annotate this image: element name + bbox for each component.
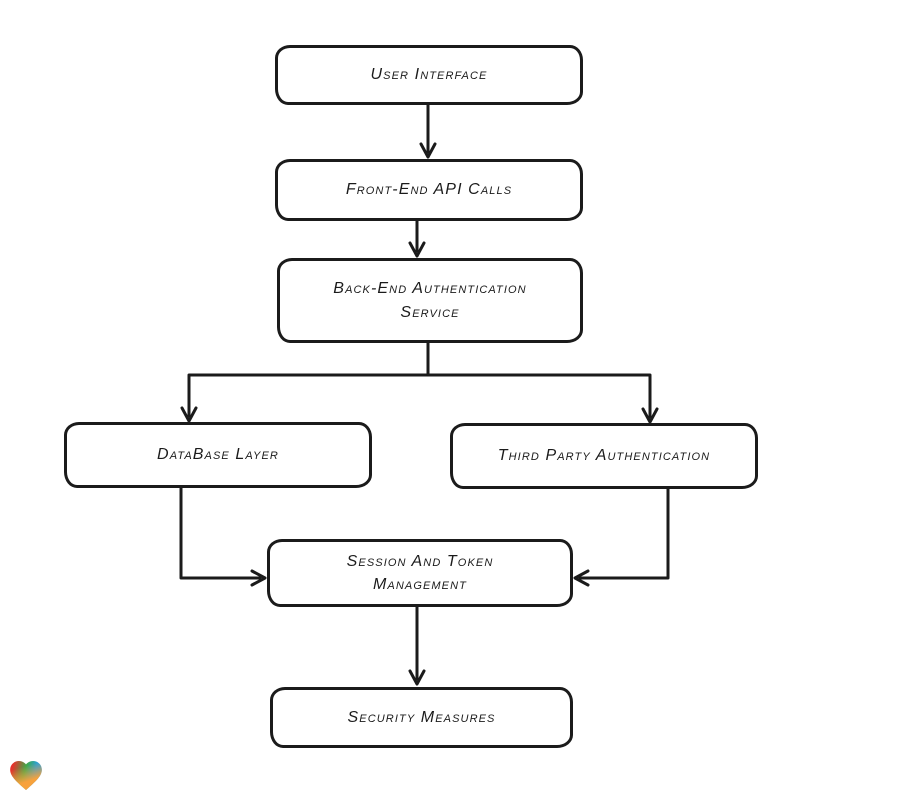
edge-backend-to-database <box>180 341 430 423</box>
edge-thirdparty-to-session <box>573 487 670 587</box>
node-security-measures[interactable]: Security Measures <box>270 687 573 748</box>
node-database-layer[interactable]: DataBase Layer <box>64 422 372 488</box>
arrowhead-down-icon <box>408 669 426 686</box>
node-label: Session And Token Management <box>346 552 494 593</box>
edge-backend-to-thirdparty <box>426 373 659 424</box>
heart-icon[interactable] <box>7 757 45 792</box>
edge-ui-to-frontend <box>419 103 437 159</box>
node-label: Third Party Authentication <box>497 447 711 465</box>
node-frontend-api-calls[interactable]: Front-End API Calls <box>275 159 583 221</box>
node-session-token-management[interactable]: Session And Token Management <box>267 539 573 607</box>
node-label: DataBase Layer <box>157 446 279 464</box>
node-backend-auth-service[interactable]: Back-End Authentication Service <box>277 258 583 343</box>
node-label: Front-End API Calls <box>345 181 513 199</box>
arrowhead-down-icon <box>641 407 659 424</box>
arrowhead-down-icon <box>180 406 198 423</box>
edge-session-to-security <box>408 605 426 686</box>
edge-frontend-to-backend <box>408 219 426 258</box>
node-user-interface[interactable]: User Interface <box>275 45 583 105</box>
edge-database-to-session <box>179 486 267 587</box>
node-third-party-auth[interactable]: Third Party Authentication <box>450 423 758 489</box>
arrowhead-right-icon <box>250 569 267 587</box>
arrowhead-down-icon <box>408 241 426 258</box>
node-label: Security Measures <box>347 708 496 726</box>
node-label: Back-End Authentication Service <box>333 280 527 321</box>
arrowhead-left-icon <box>573 569 590 587</box>
node-label: User Interface <box>370 66 488 84</box>
arrowhead-down-icon <box>419 142 437 159</box>
